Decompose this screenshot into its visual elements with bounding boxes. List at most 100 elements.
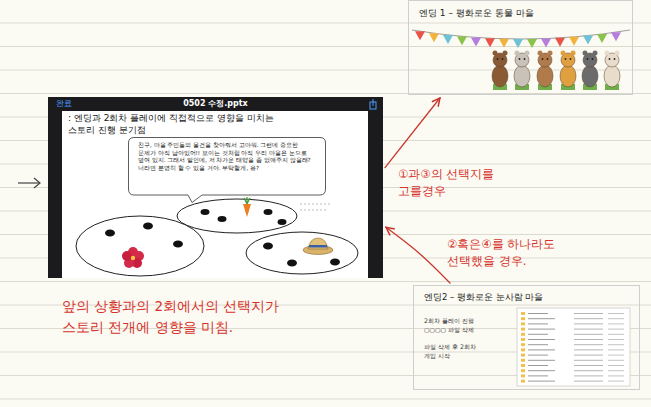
file-list-window	[521, 359, 525, 362]
straw-hat-item	[308, 238, 328, 249]
file-list-window	[608, 334, 624, 335]
straw-hat-item	[309, 245, 327, 248]
phone-frame	[62, 111, 368, 278]
file-list-window	[528, 339, 555, 340]
handwritten-note: 앞의 상황과의 2회에서의 선택지가 스토리 전개에 영향을 미침.	[62, 296, 312, 338]
flower-item	[131, 256, 135, 260]
hand-drawn-arrow	[385, 98, 440, 168]
bunting-flags	[415, 31, 425, 40]
slide-body: 2회차 플레이 진행 ○○○○ 파일 삭제	[424, 316, 496, 334]
slide-screenshot: 완료 0502 수정.pptx : 엔딩과 2회차 플레이에 직접적으로 영향을 미…	[48, 97, 383, 278]
animal-illustration	[604, 51, 620, 91]
pointer-arrow	[18, 178, 40, 188]
file-list-window	[521, 333, 624, 336]
file-title-holder: 0502 수정.pptx	[148, 99, 283, 109]
straw-hat-item	[303, 238, 333, 255]
file-list-window	[521, 380, 624, 383]
bunting-flags	[527, 39, 537, 48]
file-list-window	[574, 349, 603, 350]
bunting-flags	[412, 30, 630, 48]
bunting-flags	[471, 37, 481, 46]
flower-item	[122, 247, 144, 268]
hole-mark	[330, 259, 340, 266]
animal-illustration	[525, 51, 530, 56]
file-list-window	[608, 375, 624, 376]
file-list-window	[574, 329, 603, 330]
animal-illustration	[538, 51, 543, 56]
file-list-window	[608, 360, 624, 361]
file-list-window	[521, 374, 624, 377]
animal-illustration	[537, 51, 553, 91]
bunting-flags	[569, 37, 579, 46]
dialogue-text-holder: 친구, 마을 주민들의 물건을 찾아줘서 고마워. 그런데 중요한 문제가 아직…	[138, 142, 316, 172]
file-list-window	[521, 380, 525, 383]
bunting-flags	[443, 35, 453, 44]
carrot-item	[243, 204, 251, 217]
file-list-window	[528, 329, 555, 330]
animal-illustration	[537, 65, 553, 87]
animal-illustration	[604, 65, 620, 87]
animal-illustration	[583, 51, 588, 56]
slide-body-holder: 파일 삭제 후 2회차 게임 시작	[424, 342, 476, 360]
file-list-window	[574, 381, 603, 382]
animal-illustration	[542, 58, 544, 60]
dialogue-text: 친구, 마을 주민들의 물건을 찾아줘서 고마워. 그런데 중요한 문제가 아직…	[138, 142, 316, 172]
toolbar-button-holder: 완료	[56, 99, 90, 108]
file-list-window	[608, 381, 624, 382]
slide-heading: : 엔딩과 2회차 플레이에 직접적으로 영향을 미치는 스토리 진행 분기점	[68, 113, 283, 136]
bunting-flags	[429, 33, 439, 42]
file-list-window	[528, 334, 548, 335]
animal-illustration	[615, 51, 620, 56]
animal-illustration	[570, 58, 572, 60]
file-list-window	[521, 328, 624, 331]
animal-illustration	[514, 51, 530, 91]
animal-illustration	[497, 58, 499, 60]
slide-body: 파일 삭제 후 2회차 게임 시작	[424, 342, 476, 360]
file-list-window	[574, 370, 603, 371]
animal-illustration	[492, 65, 508, 87]
file-list-window	[608, 344, 624, 345]
file-list-window	[521, 343, 525, 346]
file-list-window	[574, 344, 603, 345]
bunting-flags	[611, 32, 621, 41]
file-list-window	[528, 375, 548, 376]
file-list-window	[521, 328, 525, 331]
file-list-window	[528, 365, 548, 366]
file-list-window	[608, 329, 624, 330]
file-list-window	[521, 369, 624, 372]
file-list-window	[521, 343, 624, 346]
bunting-flags	[513, 39, 523, 48]
hole-mark	[201, 209, 210, 215]
file-list-window	[608, 349, 624, 350]
hole-oval	[246, 232, 358, 274]
hole-oval	[177, 199, 297, 233]
file-list-window	[608, 355, 624, 356]
file-list-window	[528, 344, 548, 345]
animal-illustration	[493, 51, 498, 56]
file-list-window	[528, 355, 548, 356]
file-list-window	[521, 364, 525, 367]
file-list-window	[608, 323, 624, 324]
file-list-window	[528, 318, 555, 319]
file-list-window	[517, 308, 630, 386]
file-list-window	[517, 308, 630, 386]
file-list-window	[521, 333, 525, 336]
handwritten-note: ②혹은④를 하나라도 선택했을 경우.	[447, 236, 597, 269]
phone-frame	[370, 99, 376, 109]
file-list-window	[574, 313, 603, 314]
animal-illustration	[524, 58, 526, 60]
animal-illustration	[593, 51, 598, 56]
animal-illustration	[565, 58, 567, 60]
file-list-window	[528, 370, 555, 371]
ending-slide: 엔딩2 – 평화로운 눈사람 마을 2회차 플레이 진행 ○○○○ 파일 삭제파일…	[413, 285, 640, 390]
file-list-window	[574, 360, 603, 361]
file-list-window	[528, 381, 555, 382]
file-list-window	[521, 364, 624, 367]
hole-mark	[105, 209, 340, 267]
animal-illustration	[561, 51, 566, 56]
animal-illustration	[592, 58, 594, 60]
slide-title: 엔딩2 – 평화로운 눈사람 마을	[424, 292, 624, 303]
animal-illustration	[548, 51, 553, 56]
